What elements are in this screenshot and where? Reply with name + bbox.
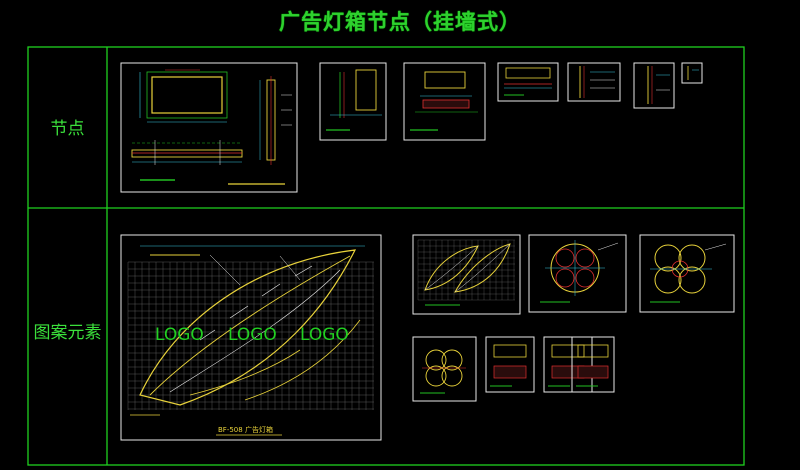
drawing-grid bbox=[127, 261, 374, 410]
leaf-logo-drawing[interactable] bbox=[120, 234, 382, 441]
table-frame bbox=[27, 46, 745, 466]
node-detail-panel-6[interactable] bbox=[633, 62, 675, 109]
node-detail-panel-2[interactable] bbox=[319, 62, 387, 141]
pattern-section-c[interactable] bbox=[571, 336, 615, 393]
drawing-title: 广告灯箱节点（挂墙式） bbox=[279, 10, 521, 34]
logo-text-2: LOGO bbox=[228, 325, 277, 345]
node-detail-panel-3[interactable] bbox=[403, 62, 486, 141]
node-detail-panel-5[interactable] bbox=[567, 62, 621, 102]
pattern-section-a[interactable] bbox=[485, 336, 535, 393]
row-label-elements: 图案元素 bbox=[33, 323, 102, 343]
node-detail-panel-1[interactable] bbox=[120, 62, 298, 193]
logo-text-3: LOGO bbox=[300, 325, 349, 345]
row-label-nodes: 节点 bbox=[50, 119, 85, 139]
node-detail-panel-4[interactable] bbox=[497, 62, 559, 102]
drawing-caption: BF-508 广告灯箱 bbox=[218, 425, 273, 434]
pattern-section-b[interactable] bbox=[543, 336, 593, 393]
pattern-leaf-pair[interactable] bbox=[412, 234, 521, 315]
pattern-flower-3[interactable] bbox=[412, 336, 477, 402]
pattern-flower-1[interactable] bbox=[528, 234, 627, 313]
logo-text-1: LOGO bbox=[155, 325, 204, 345]
node-detail-panel-7[interactable] bbox=[681, 62, 703, 84]
pattern-flower-2[interactable] bbox=[639, 234, 735, 313]
